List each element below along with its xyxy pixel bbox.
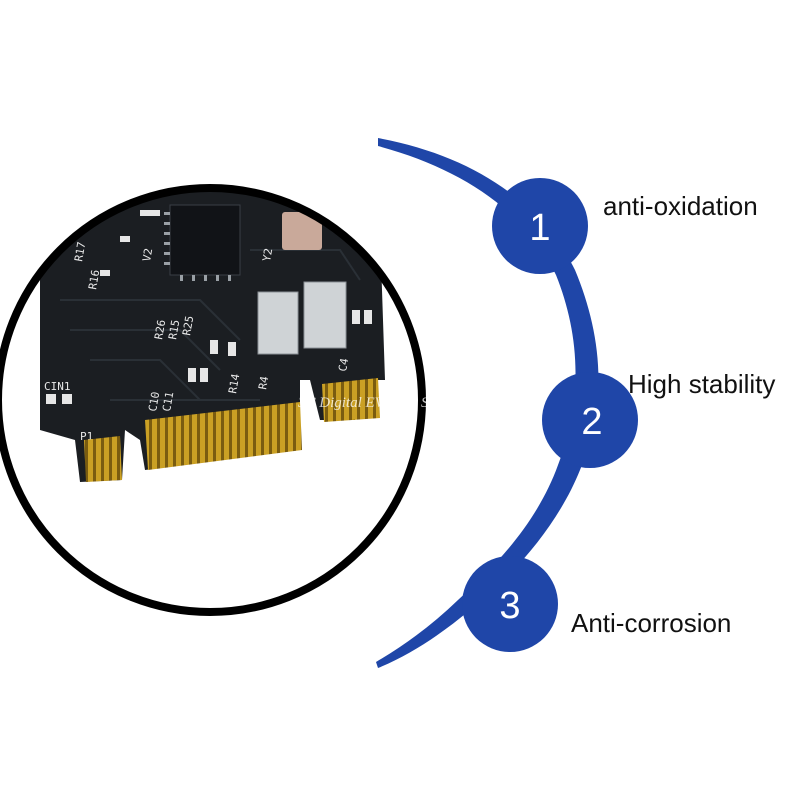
silkscreen-r14: R14 bbox=[226, 372, 242, 394]
feature-label-3: Anti-corrosion bbox=[571, 608, 732, 638]
magnifier-ring bbox=[0, 184, 426, 616]
gold-edge-connector bbox=[322, 378, 380, 422]
silkscreen-y2: Y2 bbox=[260, 247, 275, 262]
crystal-oscillator bbox=[282, 212, 322, 250]
badge-3: 3 bbox=[462, 556, 558, 652]
silkscreen-c10: C10 bbox=[146, 391, 162, 413]
badge-number: 1 bbox=[529, 207, 550, 249]
badge-number: 2 bbox=[581, 401, 602, 443]
silkscreen-c4: C4 bbox=[336, 357, 351, 373]
silkscreen-r25: R25 bbox=[180, 315, 196, 337]
silkscreen-c11: C11 bbox=[160, 391, 176, 413]
metal-pad bbox=[257, 291, 299, 355]
store-watermark: 3C Digital EV Shop Store bbox=[298, 395, 453, 411]
feature-label-1: anti-oxidation bbox=[603, 191, 758, 221]
badge-2: 2 bbox=[542, 372, 638, 468]
badge-1: 1 bbox=[492, 178, 588, 274]
pcb-closeup: R17 R16 V2 R26 R15 R25 R14 R4 C10 C11 Y2… bbox=[0, 188, 420, 612]
silkscreen-r15: R15 bbox=[166, 319, 182, 341]
silkscreen-r26: R26 bbox=[152, 319, 168, 341]
gold-edge-connector bbox=[84, 436, 122, 482]
silkscreen-r17: R17 bbox=[72, 241, 88, 263]
silkscreen-v2: V2 bbox=[140, 247, 155, 262]
silkscreen-r16: R16 bbox=[86, 269, 102, 291]
metal-pad bbox=[303, 281, 347, 349]
silkscreen-r4: R4 bbox=[256, 375, 271, 391]
gold-edge-connector bbox=[145, 402, 302, 470]
badge-number: 3 bbox=[499, 585, 520, 627]
silkscreen-cin1: CIN1 bbox=[44, 380, 71, 393]
feature-label-2: High stability bbox=[628, 369, 776, 399]
ic-chip bbox=[169, 204, 241, 276]
